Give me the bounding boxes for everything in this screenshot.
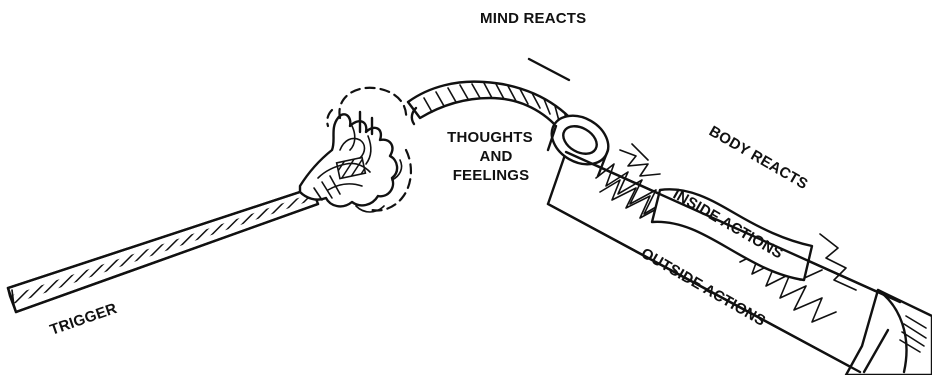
label-mind-reacts: MIND REACTS <box>480 10 586 27</box>
spark-flame <box>300 88 411 212</box>
label-trigger: TRIGGER <box>48 300 119 339</box>
fuse-stick <box>8 188 318 312</box>
label-body-reacts: BODY REACTS <box>706 123 811 193</box>
label-thoughts: THOUGHTS <box>447 129 533 146</box>
label-and: AND <box>479 148 512 165</box>
mind-reacts-leader-line <box>529 59 569 80</box>
label-feelings: FEELINGS <box>453 167 530 184</box>
